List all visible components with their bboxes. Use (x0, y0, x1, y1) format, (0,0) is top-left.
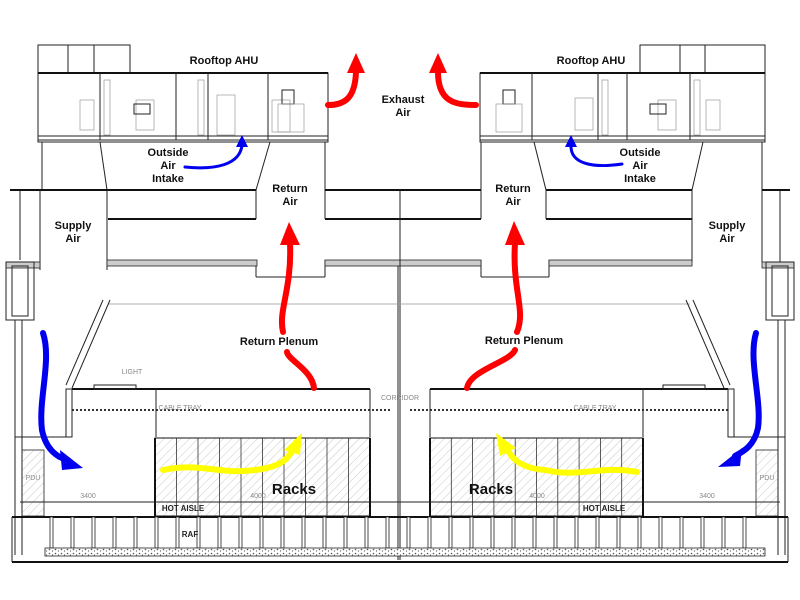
label-rooftop-ahu-left: Rooftop AHU (190, 55, 259, 67)
label-outside-air-left-2: Air (160, 160, 176, 172)
floor-pedestal (259, 516, 264, 549)
rack-dividers (176, 438, 623, 516)
dimension-mid-left: 4000 (250, 493, 266, 500)
floor-pedestal (112, 516, 117, 549)
pdu-left (21, 449, 45, 517)
light-annotation: LIGHT (122, 369, 143, 376)
floor-pedestal (91, 516, 96, 549)
floor-pedestal (469, 516, 474, 549)
floor-pedestal (175, 516, 180, 549)
label-supply-air-left-2: Air (65, 233, 81, 245)
label-supply-air-right-1: Supply (709, 220, 747, 232)
hot-aisle-annotation-left: HOT AISLE (162, 504, 205, 513)
outside-air-arrow-left (183, 135, 248, 170)
floor-pedestal (364, 516, 369, 549)
floor-pedestal (742, 516, 747, 549)
floor-pedestal (217, 516, 222, 549)
dimension-right: 3400 (699, 493, 715, 500)
pdu-annotation-right: PDU (760, 475, 775, 482)
floor-pedestal (154, 516, 159, 549)
rack-airflow-arrow-right (496, 433, 640, 476)
ductwork (5, 141, 795, 560)
return-air-arrow-left (279, 222, 317, 391)
label-outside-air-left-3: Intake (152, 173, 184, 185)
label-return-plenum-right: Return Plenum (485, 335, 563, 347)
rooftop-ahu-right (479, 44, 766, 143)
exhaust-arrow-right (429, 53, 479, 108)
label-return-air-left-1: Return (272, 183, 308, 195)
label-rooftop-ahu-right: Rooftop AHU (557, 55, 626, 67)
ceiling-and-cable-tray: LIGHT CABLE TRAY CABLE TRAY CORRIDOR (15, 369, 785, 438)
outside-air-arrow-right (565, 135, 624, 168)
dimension-mid-right: 4000 (529, 493, 545, 500)
floor-pedestal (679, 516, 684, 549)
floor-pedestal (301, 516, 306, 549)
label-return-plenum-left: Return Plenum (240, 336, 318, 348)
floor-pedestal (427, 516, 432, 549)
floor-pedestal (658, 516, 663, 549)
floor-pedestal (406, 516, 411, 549)
floor-pedestal (238, 516, 243, 549)
label-return-air-right-1: Return (495, 183, 531, 195)
label-supply-air-right-2: Air (719, 233, 735, 245)
label-exhaust-line2: Air (395, 107, 411, 119)
floor-pedestal (280, 516, 285, 549)
floor-pedestal (490, 516, 495, 549)
label-return-air-left-2: Air (282, 196, 298, 208)
floor-pedestal (133, 516, 138, 549)
floor-pedestal (343, 516, 348, 549)
label-supply-air-left-1: Supply (55, 220, 93, 232)
label-exhaust-line1: Exhaust (382, 94, 425, 106)
exhaust-arrow-left (325, 53, 365, 108)
label-racks-left: Racks (272, 481, 316, 498)
floor-pedestal (574, 516, 579, 549)
label-racks-right: Racks (469, 481, 513, 498)
floor-pedestal (448, 516, 453, 549)
floor-pedestal (700, 516, 705, 549)
floor-pedestal (385, 516, 390, 549)
rack-airflow-arrow-left (160, 433, 302, 475)
cable-tray-annotation-right: CABLE TRAY (574, 405, 617, 412)
raised-floor (11, 516, 789, 563)
supply-air-arrow-left (38, 330, 83, 470)
floor-pedestal (637, 516, 642, 549)
pdu-annotation-left: PDU (26, 475, 41, 482)
floor-pedestal (49, 516, 54, 549)
supply-air-arrow-right (718, 330, 762, 467)
floor-pedestal (616, 516, 621, 549)
pdu-right (755, 449, 779, 517)
raf-annotation: RAF (182, 530, 199, 539)
label-outside-air-right-3: Intake (624, 173, 656, 185)
floor-pedestal (511, 516, 516, 549)
floor-pedestal (532, 516, 537, 549)
hot-aisle-annotation-right: HOT AISLE (583, 504, 626, 513)
label-outside-air-right-2: Air (632, 160, 648, 172)
label-outside-air-left-1: Outside (148, 147, 189, 159)
label-outside-air-right-1: Outside (620, 147, 661, 159)
corridor-annotation: CORRIDOR (381, 395, 419, 402)
floor-pedestal (595, 516, 600, 549)
return-air-arrow-right (464, 221, 525, 391)
floor-pedestal (553, 516, 558, 549)
floor-pedestal (322, 516, 327, 549)
label-return-air-right-2: Air (505, 196, 521, 208)
floor-pedestal (721, 516, 726, 549)
floor-pedestal (70, 516, 75, 549)
cable-tray-annotation-left: CABLE TRAY (159, 405, 202, 412)
dimension-left: 3400 (80, 493, 96, 500)
rooftop-ahu-left (37, 44, 329, 143)
